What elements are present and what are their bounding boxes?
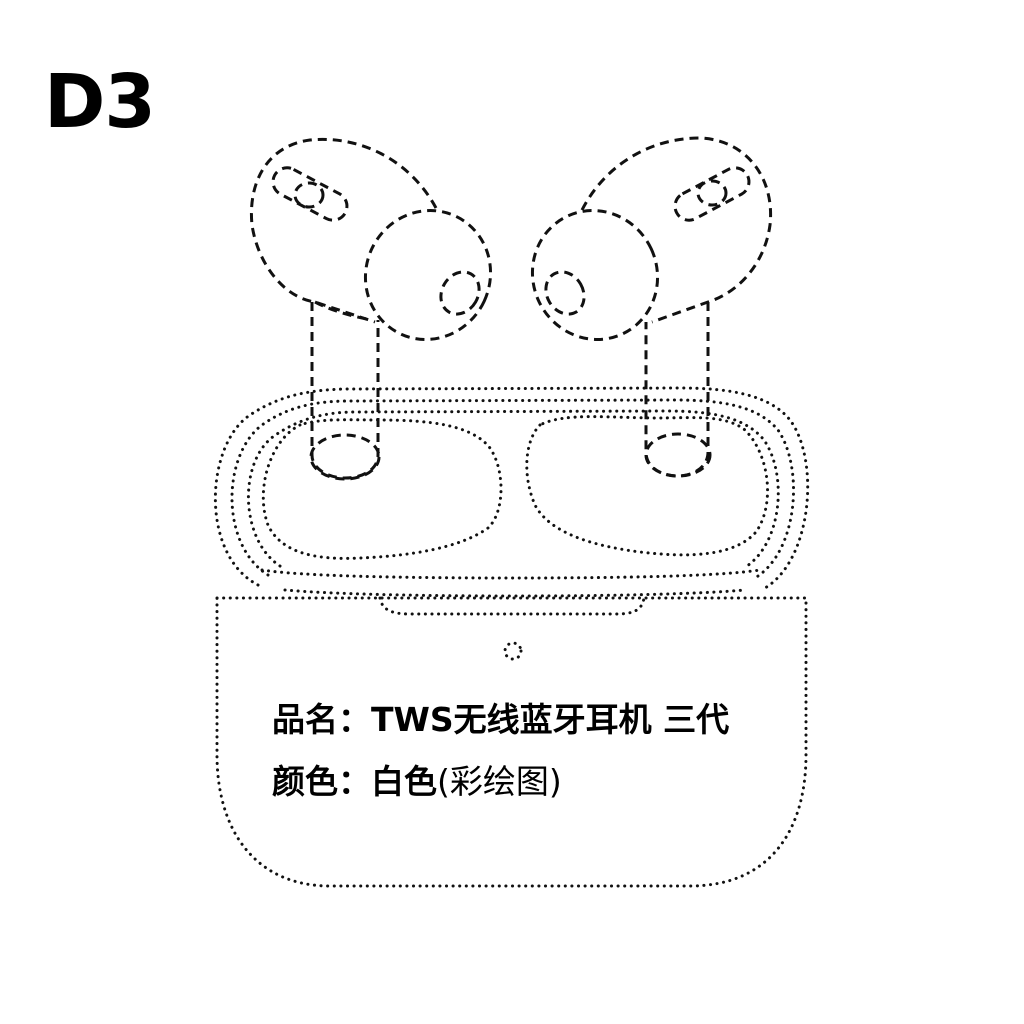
left-earbud-tip-mesh	[439, 270, 481, 316]
left-earbud-head	[249, 137, 438, 324]
right-earbud-tip	[530, 209, 660, 341]
product-color-line: 颜色：白色(彩绘图)	[272, 762, 562, 802]
case-base	[215, 596, 808, 888]
product-color-label: 颜色：	[272, 762, 371, 801]
product-name-value: TWS无线蓝牙耳机 三代	[371, 700, 730, 739]
case-hinge-tab	[378, 596, 646, 616]
figure-label: D3	[44, 59, 156, 145]
right-earbud-stem-end	[644, 432, 712, 478]
product-name-label: 品名：	[272, 700, 371, 739]
left-earbud-head-lower	[314, 300, 373, 322]
product-color-value: 白色	[371, 762, 437, 801]
right-earbud-sensor	[673, 166, 751, 222]
right-earbud-tip-mesh	[544, 270, 586, 316]
right-earbud-sensor-dot	[696, 179, 728, 207]
right-earbud-head	[580, 136, 773, 324]
status-light-icon	[503, 641, 523, 661]
case-lid-outer	[213, 386, 810, 590]
case-lid-rim-lower	[283, 588, 747, 598]
product-color-note: (彩绘图)	[437, 762, 562, 801]
case-left-cradle	[261, 418, 503, 560]
left-earbud-sensor-dot	[293, 181, 325, 209]
charging-case	[213, 386, 810, 888]
case-right-cradle	[525, 415, 769, 557]
left-earbud	[249, 137, 493, 481]
right-earbud	[530, 136, 773, 478]
case-lid-inner	[247, 409, 780, 570]
case-lid-rim	[260, 568, 762, 580]
left-earbud-stem-end	[309, 433, 381, 481]
left-earbud-tip	[363, 209, 493, 341]
left-earbud-sensor	[271, 166, 349, 222]
product-name-line: 品名：TWS无线蓝牙耳机 三代	[272, 700, 729, 740]
